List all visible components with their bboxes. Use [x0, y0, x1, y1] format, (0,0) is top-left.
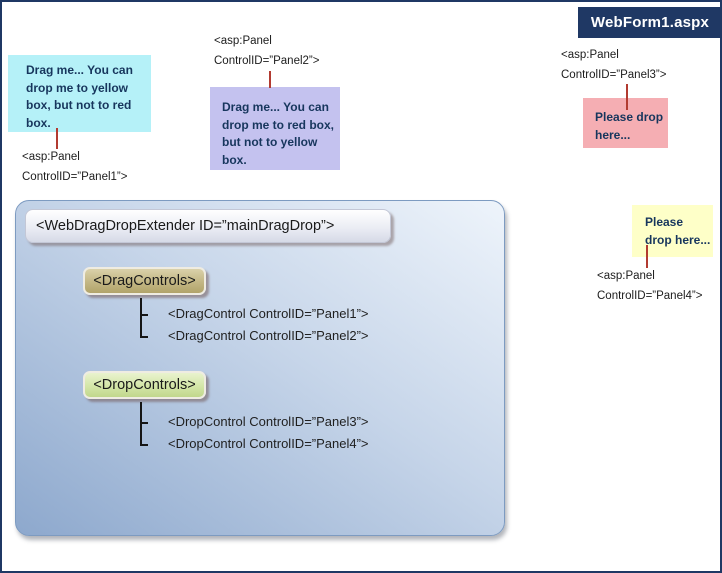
drop-tree-line	[140, 402, 142, 445]
dragcontrol-item-panel1: <DragControl ControlID=”Panel1”>	[168, 306, 369, 321]
panel3-drop-box[interactable]: Please drop here...	[583, 98, 668, 148]
extender-header-node: <WebDragDropExtender ID=”mainDragDrop”>	[25, 209, 391, 243]
dragcontrols-node: <DragControls>	[83, 267, 206, 295]
panel4-label-line2: ControlID=”Panel4”>	[597, 290, 703, 302]
dropcontrol-item-panel4: <DropControl ControlID=”Panel4”>	[168, 436, 369, 451]
panel3-drop-text: Please drop here...	[595, 110, 664, 142]
panel4-drop-text: Please drop here...	[645, 215, 711, 247]
pan3-label-line2: ControlID=”Panel3”>	[561, 69, 667, 81]
panel2-label: <asp:Panel ControlID=”Panel2”>	[214, 31, 319, 71]
panel3-label-line1: <asp:Panel	[561, 49, 619, 61]
panel4-drop-box[interactable]: Please drop here...	[632, 205, 713, 257]
panel2-label-line2: ControlID=”Panel2”>	[214, 55, 320, 67]
drag-tree-line	[140, 298, 142, 337]
panel1-label-line2: ControlID=”Panel1”>	[22, 171, 128, 183]
dragcontrol-item-panel2: <DragControl ControlID=”Panel2”>	[168, 328, 369, 343]
panel4-label-line1: <asp:Panel	[597, 270, 655, 282]
drag-tree-tick-2	[140, 336, 148, 338]
panel2-drag-text: Drag me... You can drop me to red box, b…	[222, 100, 335, 167]
panel4-label: <asp:Panel ControlID=”Panel4”>	[597, 266, 702, 306]
connector-panel2	[269, 71, 271, 88]
dropcontrols-node: <DropControls>	[83, 371, 206, 399]
dropcontrols-text: <DropControls>	[93, 377, 196, 393]
panel3-label: <asp:Panel ControlID=”Panel3”>	[561, 45, 666, 85]
extender-header-text: <WebDragDropExtender ID=”mainDragDrop”>	[36, 218, 335, 234]
drop-tree-tick-1	[140, 422, 148, 424]
window-title: WebForm1.aspx	[590, 14, 710, 31]
connector-panel3	[626, 84, 628, 110]
drag-tree-tick-1	[140, 314, 148, 316]
panel1-label-line1: <asp:Panel	[22, 151, 80, 163]
window-title-bar: WebForm1.aspx	[578, 7, 722, 38]
panel1-label: <asp:Panel ControlID=”Panel1”>	[22, 147, 127, 187]
panel1-drag-text: Drag me... You can drop me to yellow box…	[26, 63, 133, 130]
panel2-drag-box[interactable]: Drag me... You can drop me to red box, b…	[210, 87, 340, 170]
webdragdrop-extender-panel: <WebDragDropExtender ID=”mainDragDrop”> …	[15, 200, 505, 536]
dragcontrols-text: <DragControls>	[93, 273, 196, 289]
dropcontrol-item-panel3: <DropControl ControlID=”Panel3”>	[168, 414, 369, 429]
drop-tree-tick-2	[140, 444, 148, 446]
connector-panel1	[56, 128, 58, 149]
panel1-drag-box[interactable]: Drag me... You can drop me to yellow box…	[8, 55, 151, 132]
panel2-label-line1: <asp:Panel	[214, 35, 272, 47]
connector-panel4	[646, 245, 648, 268]
